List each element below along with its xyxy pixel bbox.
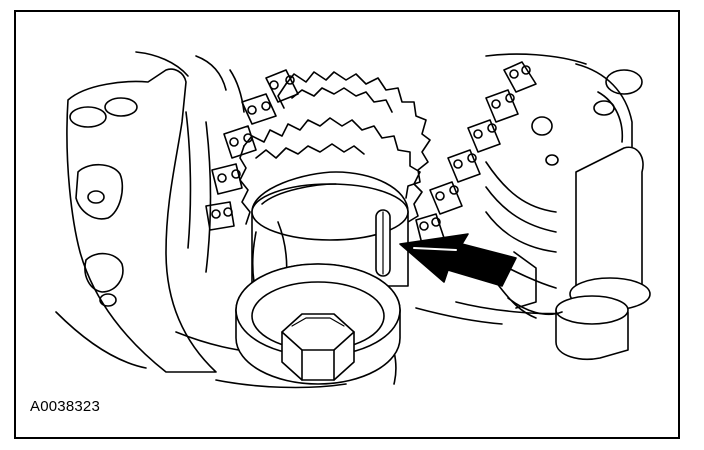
timing-chain-right bbox=[415, 61, 559, 245]
hex-bolt bbox=[281, 313, 355, 381]
side-bracket bbox=[507, 146, 651, 360]
front-sprocket bbox=[239, 117, 423, 225]
engine-illustration bbox=[55, 51, 651, 389]
crankshaft-hub bbox=[251, 171, 409, 287]
rear-sprocket bbox=[277, 71, 431, 199]
figure-frame bbox=[14, 10, 680, 439]
key-slot bbox=[375, 209, 391, 277]
arrow-icon bbox=[399, 233, 517, 287]
engine-block bbox=[55, 51, 643, 389]
figure-id-label: A0038323 bbox=[30, 398, 101, 415]
